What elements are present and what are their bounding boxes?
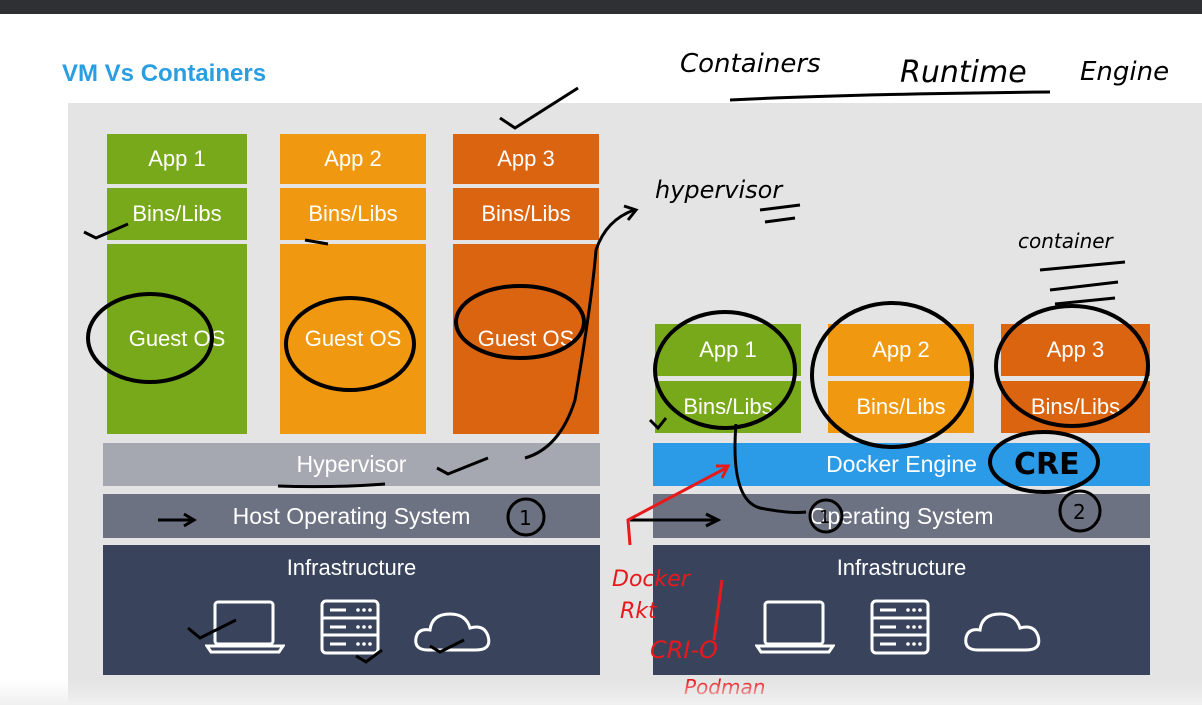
vm-bins-2: Bins/Libs (280, 188, 426, 240)
container-infrastructure-label: Infrastructure (836, 555, 967, 580)
container-bins-2: Bins/Libs (828, 381, 974, 433)
vm-guest-os-2: Guest OS (280, 244, 426, 434)
cloud-icon (964, 612, 1041, 652)
note-containers: Containers (680, 49, 821, 79)
note-runtime: Runtime (900, 55, 1027, 90)
operating-system-bar: Operating System (653, 494, 1150, 538)
vm-guest-os-1: Guest OS (107, 244, 247, 434)
container-app-1: App 1 (655, 324, 801, 376)
underline-stroke (729, 90, 1051, 102)
vm-bins-1: Bins/Libs (107, 188, 247, 240)
server-icon (870, 599, 930, 655)
laptop-icon (755, 600, 835, 654)
vm-infrastructure-label: Infrastructure (286, 555, 417, 580)
top-bar (0, 0, 1202, 14)
cloud-icon (414, 612, 491, 652)
vm-guest-os-3: Guest OS (453, 244, 599, 434)
container-bins-1: Bins/Libs (655, 381, 801, 433)
server-icon (320, 599, 380, 655)
container-app-2: App 2 (828, 324, 974, 376)
laptop-icon (205, 600, 285, 654)
docker-engine-bar: Docker Engine (653, 443, 1150, 486)
bottom-shade (0, 680, 1202, 705)
vm-app-3: App 3 (453, 134, 599, 184)
note-engine: Engine (1080, 57, 1169, 87)
vm-app-2: App 2 (280, 134, 426, 184)
container-app-3: App 3 (1001, 324, 1150, 376)
host-os-bar: Host Operating System (103, 494, 600, 538)
hypervisor-bar: Hypervisor (103, 443, 600, 486)
vm-app-1: App 1 (107, 134, 247, 184)
vm-bins-3: Bins/Libs (453, 188, 599, 240)
slide-title: VM Vs Containers (62, 60, 267, 87)
container-bins-3: Bins/Libs (1001, 381, 1150, 433)
